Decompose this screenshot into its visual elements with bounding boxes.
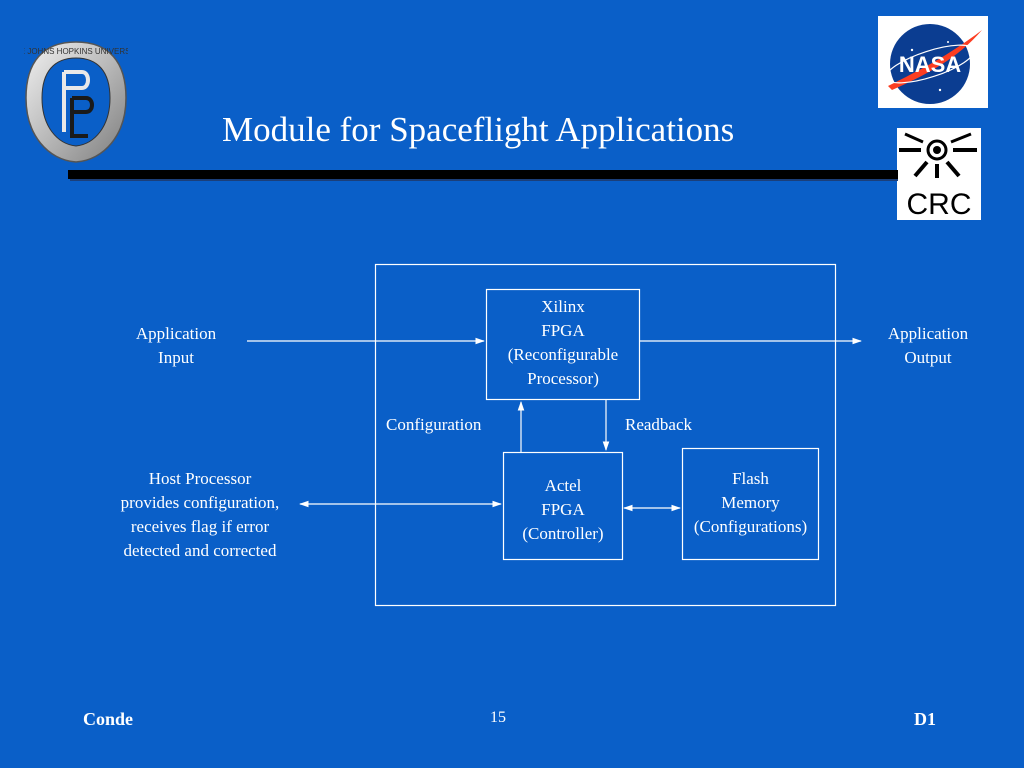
title-rule-shadow — [70, 179, 898, 181]
application-output-label: Application Output — [868, 322, 988, 370]
xilinx-fpga-box — [485, 288, 641, 401]
actel-fpga-box — [502, 451, 624, 561]
application-input-label: Application Input — [116, 322, 236, 370]
actel-line: FPGA — [541, 500, 585, 519]
flash-memory-box — [681, 447, 820, 561]
footer-code: D1 — [914, 709, 936, 729]
host-line: detected and corrected — [123, 541, 277, 560]
jhu-logo-text: THE JOHNS HOPKINS UNIVERSITY — [24, 47, 128, 56]
host-line: provides configuration, — [120, 493, 280, 512]
xilinx-line: (Reconfigurable — [507, 345, 619, 364]
app-output-line: Output — [904, 348, 952, 367]
actel-fpga-label: Actel FPGA (Controller) — [503, 474, 623, 546]
host-processor-label: Host Processor provides configuration, r… — [96, 467, 304, 563]
module-boundary — [374, 263, 837, 607]
readback-label: Readback — [625, 415, 693, 434]
app-input-line: Application — [135, 324, 217, 343]
flash-line: (Configurations) — [693, 517, 808, 536]
xilinx-line: Xilinx — [541, 297, 585, 316]
nasa-logo: NASA — [878, 16, 988, 108]
crc-logo: CRC — [897, 128, 981, 221]
app-input-line: Input — [158, 348, 194, 367]
flash-line: Flash — [732, 469, 769, 488]
page-number: 15 — [490, 709, 506, 726]
actel-line: (Controller) — [522, 524, 604, 543]
flash-memory-label: Flash Memory (Configurations) — [682, 467, 819, 539]
slide-title: Module for Spaceflight Applications — [222, 110, 735, 149]
host-line: receives flag if error — [130, 517, 270, 536]
xilinx-fpga-label: Xilinx FPGA (Reconfigurable Processor) — [486, 295, 640, 391]
crc-logo-text: CRC — [907, 188, 972, 220]
footer-author: Conde — [83, 709, 134, 729]
title-rule — [68, 170, 898, 179]
flash-line: Memory — [721, 493, 780, 512]
actel-line: Actel — [544, 476, 582, 495]
xilinx-line: Processor) — [527, 369, 599, 388]
nasa-logo-text: NASA — [899, 52, 961, 77]
app-output-line: Application — [887, 324, 969, 343]
configuration-label: Configuration — [386, 415, 482, 434]
host-line: Host Processor — [148, 469, 252, 488]
jhu-logo: THE JOHNS HOPKINS UNIVERSITY — [9, 40, 144, 164]
xilinx-line: FPGA — [541, 321, 585, 340]
